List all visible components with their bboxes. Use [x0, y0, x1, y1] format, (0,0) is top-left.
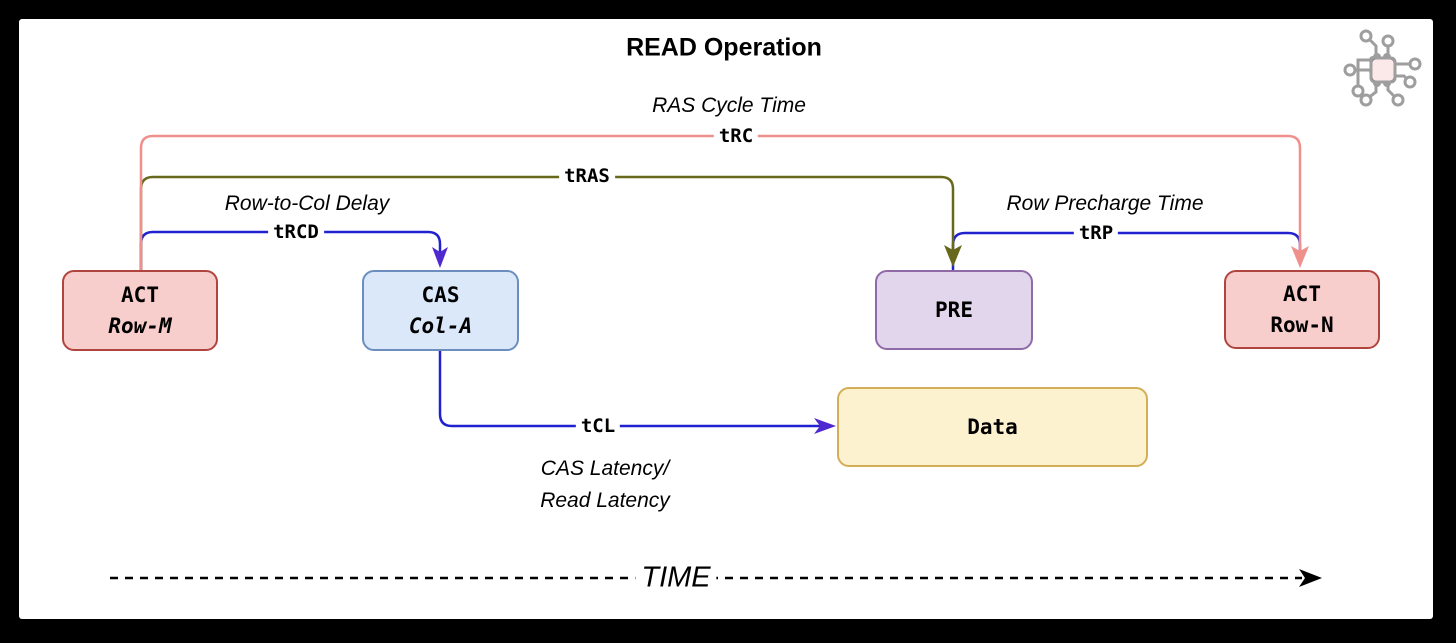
row-precharge-time-label: Row Precharge Time: [1006, 192, 1204, 215]
diagram-canvas: [19, 19, 1433, 619]
node-data: Data: [837, 387, 1148, 467]
tcl-label: tCL: [575, 415, 621, 437]
chip-logo-icon: [1343, 29, 1422, 107]
node-act-row-n-line1: ACT: [1283, 281, 1321, 306]
node-cas-col-a: CAS Col-A: [362, 270, 519, 351]
node-pre-line1: PRE: [935, 297, 973, 322]
row-to-col-delay-label: Row-to-Col Delay: [224, 192, 390, 215]
cas-latency-caption: CAS Latency/ Read Latency: [540, 453, 670, 517]
node-cas-col-a-line1: CAS: [421, 282, 460, 307]
node-act-row-n: ACT Row-N: [1224, 270, 1380, 349]
tras-label: tRAS: [559, 165, 615, 187]
cas-latency-caption-line2: Read Latency: [540, 489, 670, 512]
node-act-row-n-line2: Row-N: [1270, 312, 1334, 337]
node-pre: PRE: [875, 270, 1033, 350]
ras-cycle-time-label: RAS Cycle Time: [652, 94, 806, 117]
page-title: READ Operation: [626, 33, 822, 62]
node-act-row-m: ACT Row-M: [62, 270, 218, 351]
trcd-label: tRCD: [268, 221, 324, 243]
node-act-row-m-line1: ACT: [121, 282, 159, 307]
cas-latency-caption-line1: CAS Latency/: [540, 457, 670, 480]
node-cas-col-a-line2: Col-A: [408, 313, 473, 338]
trp-label: tRP: [1073, 222, 1119, 244]
trc-label: tRC: [713, 125, 759, 147]
time-axis-label: TIME: [635, 561, 717, 595]
node-act-row-m-line2: Row-M: [108, 313, 172, 338]
node-data-line1: Data: [967, 414, 1018, 439]
